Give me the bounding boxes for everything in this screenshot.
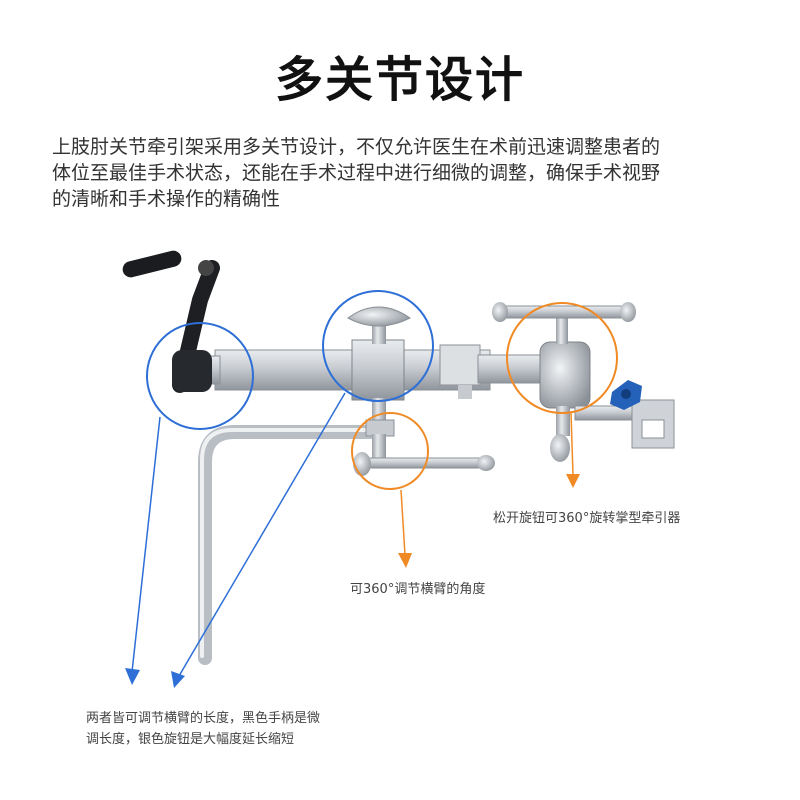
intro-line: 体位至最佳手术状态，还能在手术过程中进行细微的调整，确保手术视野 [52, 162, 661, 184]
callout-middle-joint: 可360°调节横臂的角度 [350, 582, 486, 597]
right-joint [439, 302, 675, 462]
blue-circle-handle [146, 322, 254, 430]
center-clamp [347, 306, 411, 437]
orange-arrow-right [566, 412, 580, 488]
bottom-note-line: 两者皆可调节横臂的长度，黑色手柄是微 [86, 711, 321, 726]
bottom-note-line: 调长度，银色旋钮是大幅度延长缩短 [86, 732, 295, 747]
traction-frame-illustration [122, 250, 675, 688]
black-crank-handle [122, 250, 220, 393]
blue-arrow-right [171, 392, 346, 688]
blue-arrow-left [125, 416, 161, 685]
callout-right-knob: 松开旋钮可360°旋转掌型牵引器 [493, 511, 681, 526]
bottom-note: 两者皆可调节横臂的长度，黑色手柄是微 调长度，银色旋钮是大幅度延长缩短 [86, 708, 320, 750]
intro-line: 的清晰和手术操作的精确性 [52, 188, 281, 210]
orange-circle-right-joint [506, 302, 618, 414]
page-title: 多关节设计 [274, 52, 525, 108]
orange-arrow-lower [398, 489, 412, 568]
intro-line: 上肢肘关节牵引架采用多关节设计，不仅允许医生在术前迅速调整患者的 [52, 136, 661, 158]
support-rod [198, 425, 379, 665]
blue-circle-knob [322, 290, 434, 402]
intro-paragraph: 上肢肘关节牵引架采用多关节设计，不仅允许医生在术前迅速调整患者的 体位至最佳手术… [52, 134, 752, 212]
orange-circle-lower-joint [351, 412, 429, 490]
